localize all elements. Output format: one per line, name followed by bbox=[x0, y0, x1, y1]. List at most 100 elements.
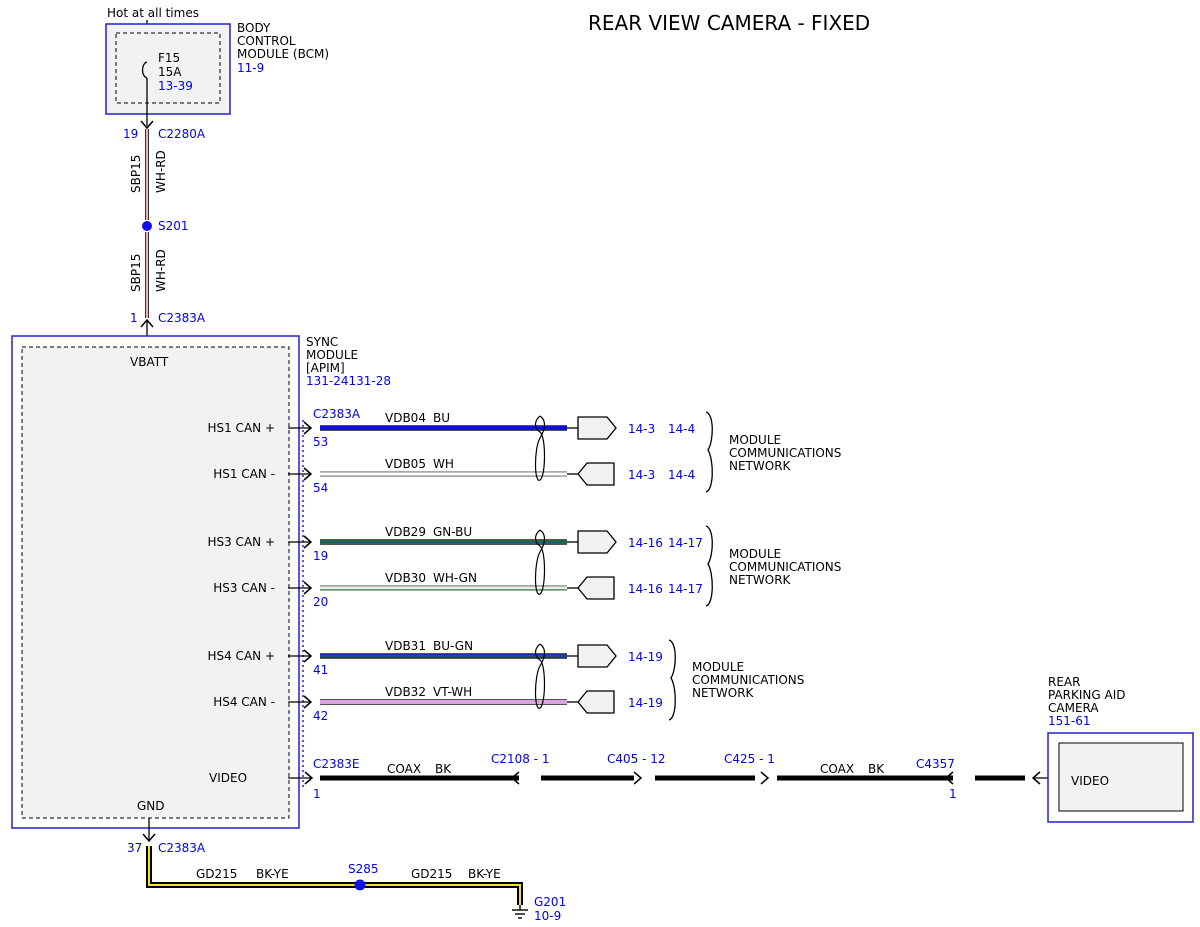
can-circuit-4: VDB31 bbox=[385, 639, 426, 653]
sync-vbatt-label: VBATT bbox=[130, 355, 169, 369]
can-label-1: HS1 CAN - bbox=[213, 467, 275, 481]
inline-connector-c405: C405 - 12 bbox=[607, 752, 666, 766]
camera-video-label: VIDEO bbox=[1071, 774, 1109, 788]
network-group-2: MODULE COMMUNICATIONS NETWORK bbox=[705, 525, 841, 607]
c2280a-name: C2280A bbox=[158, 127, 206, 141]
can-ref-5-0: 14-19 bbox=[628, 696, 663, 710]
can-circuit-2: VDB29 bbox=[385, 525, 426, 539]
network-group-3: MODULE COMMUNICATIONS NETWORK bbox=[668, 639, 804, 721]
video-circuit bbox=[288, 771, 1060, 785]
sync-name-3: [APIM] bbox=[306, 361, 345, 375]
bcm-box bbox=[105, 23, 231, 115]
can-ref-3-0: 14-16 bbox=[628, 582, 663, 596]
ground-name: G201 bbox=[534, 895, 566, 909]
can-connector-icon-5 bbox=[303, 695, 313, 709]
c2383a-top-name: C2383A bbox=[158, 311, 206, 325]
can-ref-1-0: 14-3 bbox=[628, 468, 655, 482]
can-label-3: HS3 CAN - bbox=[213, 581, 275, 595]
can-color-5: VT-WH bbox=[433, 685, 472, 699]
bcm-ref: 11-9 bbox=[237, 61, 264, 75]
svg-text:NETWORK: NETWORK bbox=[729, 459, 792, 473]
ground-connector-pin: 37 bbox=[127, 841, 142, 855]
sync-gnd-label: GND bbox=[137, 799, 165, 813]
can-circuit-3: VDB30 bbox=[385, 571, 426, 585]
fuse-rating: 15A bbox=[158, 65, 182, 79]
can-pin-4: 41 bbox=[313, 663, 328, 677]
can-connector-icon-3 bbox=[303, 581, 313, 595]
can-circuit-1: VDB05 bbox=[385, 457, 426, 471]
c2280a-pin: 19 bbox=[123, 127, 138, 141]
can-ref-3-1: 14-17 bbox=[668, 582, 703, 596]
can-connector-icon-0 bbox=[303, 421, 313, 435]
can-pin-2: 19 bbox=[313, 549, 328, 563]
diagram-title: REAR VIEW CAMERA - FIXED bbox=[588, 11, 870, 35]
can-ref-0-0: 14-3 bbox=[628, 422, 655, 436]
fuse-name: F15 bbox=[158, 51, 180, 65]
can-ref-4-0: 14-19 bbox=[628, 650, 663, 664]
camera-name-2: PARKING AID bbox=[1048, 688, 1126, 702]
c2280a-connector-icon bbox=[140, 120, 154, 130]
sbp15-color-lower: WH-RD bbox=[154, 249, 168, 292]
video-connector-name: C2383E bbox=[313, 757, 360, 771]
video-wire-type-right: COAX bbox=[820, 762, 854, 776]
can-terminal-icon-3 bbox=[577, 576, 615, 600]
inline-connector-c2108: C2108 - 1 bbox=[491, 752, 550, 766]
fuse-icon bbox=[141, 61, 148, 79]
video-wire-color-left: BK bbox=[435, 762, 452, 776]
video-connector-pin: 1 bbox=[313, 787, 321, 801]
ground-connector-name: C2383A bbox=[158, 841, 206, 855]
video-wire-type-left: COAX bbox=[387, 762, 421, 776]
can-ref-2-1: 14-17 bbox=[668, 536, 703, 550]
can-connector-icon-2 bbox=[303, 535, 313, 549]
can-label-0: HS1 CAN + bbox=[207, 421, 275, 435]
can-circuit-0: VDB04 bbox=[385, 411, 426, 425]
svg-text:NETWORK: NETWORK bbox=[729, 573, 792, 587]
can-label-2: HS3 CAN + bbox=[207, 535, 275, 549]
can-pin-0: 53 bbox=[313, 435, 328, 449]
can-ref-2-0: 14-16 bbox=[628, 536, 663, 550]
camera-connector-name: C4357 bbox=[916, 757, 955, 771]
svg-text:COMMUNICATIONS: COMMUNICATIONS bbox=[729, 560, 841, 574]
can-terminal-icon-2 bbox=[577, 530, 617, 554]
can-ref-0-1: 14-4 bbox=[668, 422, 695, 436]
ground-ref: 10-9 bbox=[534, 909, 561, 923]
can-ref-1-1: 14-4 bbox=[668, 468, 695, 482]
can-color-2: GN-BU bbox=[433, 525, 472, 539]
splice-s285-icon bbox=[354, 879, 366, 891]
network-group-1: MODULE COMMUNICATIONS NETWORK bbox=[705, 411, 841, 493]
svg-text:MODULE: MODULE bbox=[729, 547, 781, 561]
can-pin-3: 20 bbox=[313, 595, 328, 609]
splice-s201-icon bbox=[142, 221, 152, 231]
can-color-3: WH-GN bbox=[433, 571, 477, 585]
can-label-4: HS4 CAN + bbox=[207, 649, 275, 663]
ground-symbol-icon bbox=[512, 905, 528, 919]
sync-ref: 131-24131-28 bbox=[306, 374, 391, 388]
gd215-color-left: BK-YE bbox=[256, 867, 289, 881]
bcm-name-1: BODY bbox=[237, 21, 271, 35]
can-pin-1: 54 bbox=[313, 481, 328, 495]
svg-text:MODULE: MODULE bbox=[729, 433, 781, 447]
can-connector-name: C2383A bbox=[313, 407, 361, 421]
svg-text:MODULE: MODULE bbox=[692, 660, 744, 674]
can-label-5: HS4 CAN - bbox=[213, 695, 275, 709]
camera-connector-pin: 1 bbox=[949, 787, 957, 801]
svg-text:COMMUNICATIONS: COMMUNICATIONS bbox=[729, 446, 841, 460]
sync-name-1: SYNC bbox=[306, 335, 338, 349]
svg-text:COMMUNICATIONS: COMMUNICATIONS bbox=[692, 673, 804, 687]
camera-ref: 151-61 bbox=[1048, 714, 1091, 728]
can-terminal-icon-4 bbox=[577, 644, 617, 668]
sbp15-circuit-lower: SBP15 bbox=[129, 254, 143, 292]
camera-name-1: REAR bbox=[1048, 675, 1080, 689]
can-circuit-5: VDB32 bbox=[385, 685, 426, 699]
can-connector-icon-4 bbox=[303, 649, 313, 663]
camera-name-3: CAMERA bbox=[1048, 701, 1099, 715]
can-color-1: WH bbox=[433, 457, 454, 471]
can-terminal-icon-5 bbox=[577, 690, 615, 714]
can-color-0: BU bbox=[433, 411, 450, 425]
c2383a-top-pin: 1 bbox=[130, 311, 138, 325]
bcm-name-2: CONTROL bbox=[237, 34, 296, 48]
sbp15-color-upper: WH-RD bbox=[154, 150, 168, 193]
video-wire-color-right: BK bbox=[868, 762, 885, 776]
